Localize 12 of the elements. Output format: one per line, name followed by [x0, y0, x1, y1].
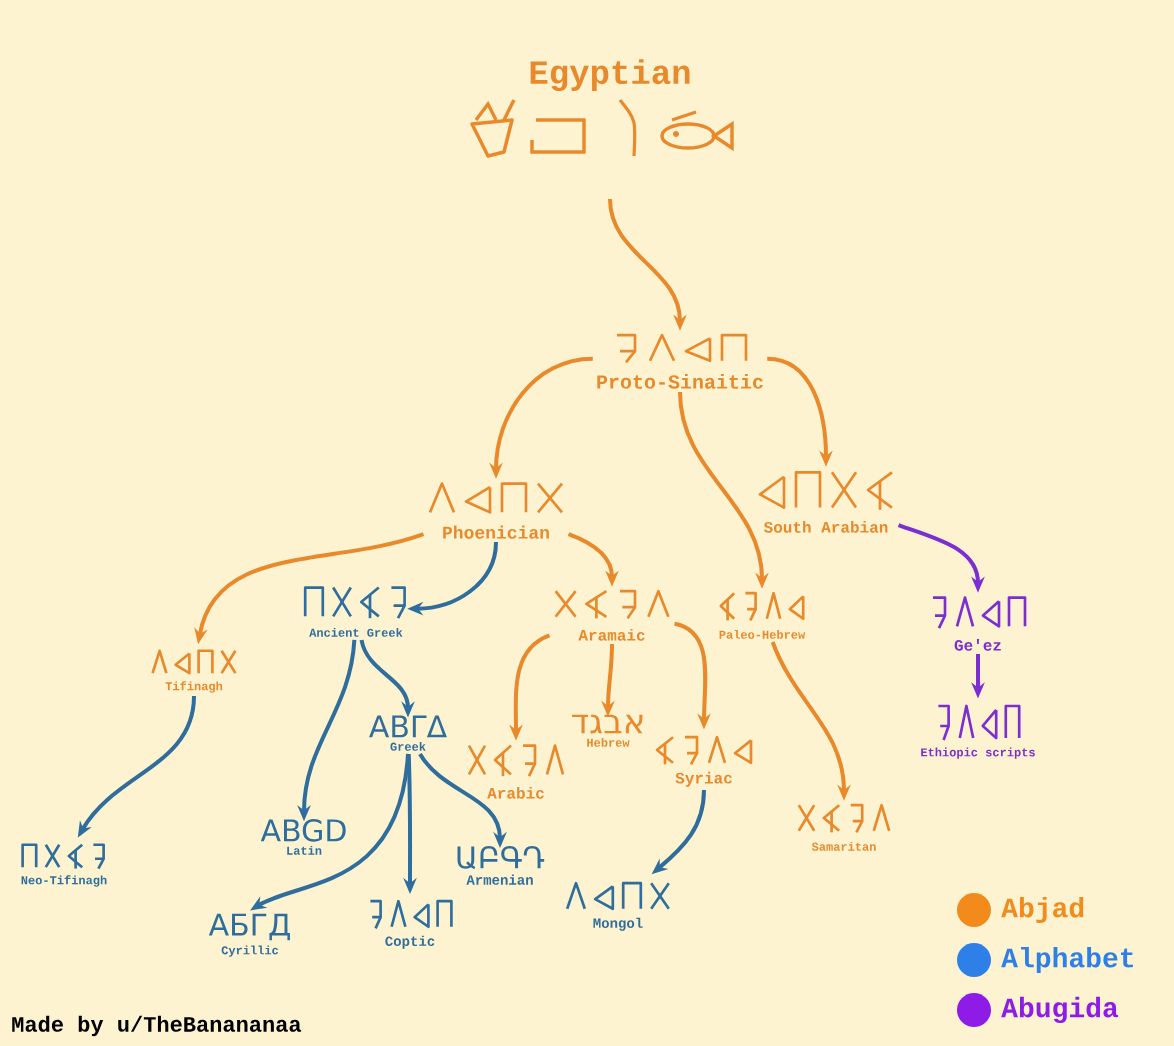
legend-text: Abjad [1001, 896, 1084, 923]
script-label: Ge'ez [954, 639, 1001, 651]
script-label: Phoenician [443, 525, 549, 539]
legend-text: Abugida [1001, 996, 1119, 1024]
script-label: Egyptian [530, 59, 690, 91]
script-label: Aramaic [578, 629, 645, 641]
script-label: Arabic [487, 787, 544, 799]
legend-text: Alphabet [1001, 946, 1133, 973]
script-label: Proto-Sinaitic [597, 374, 763, 389]
credit-text: Made by u/TheBanananaa [12, 1015, 302, 1037]
script-label: South Arabian [763, 521, 888, 533]
script-label: Syriac [675, 771, 732, 787]
